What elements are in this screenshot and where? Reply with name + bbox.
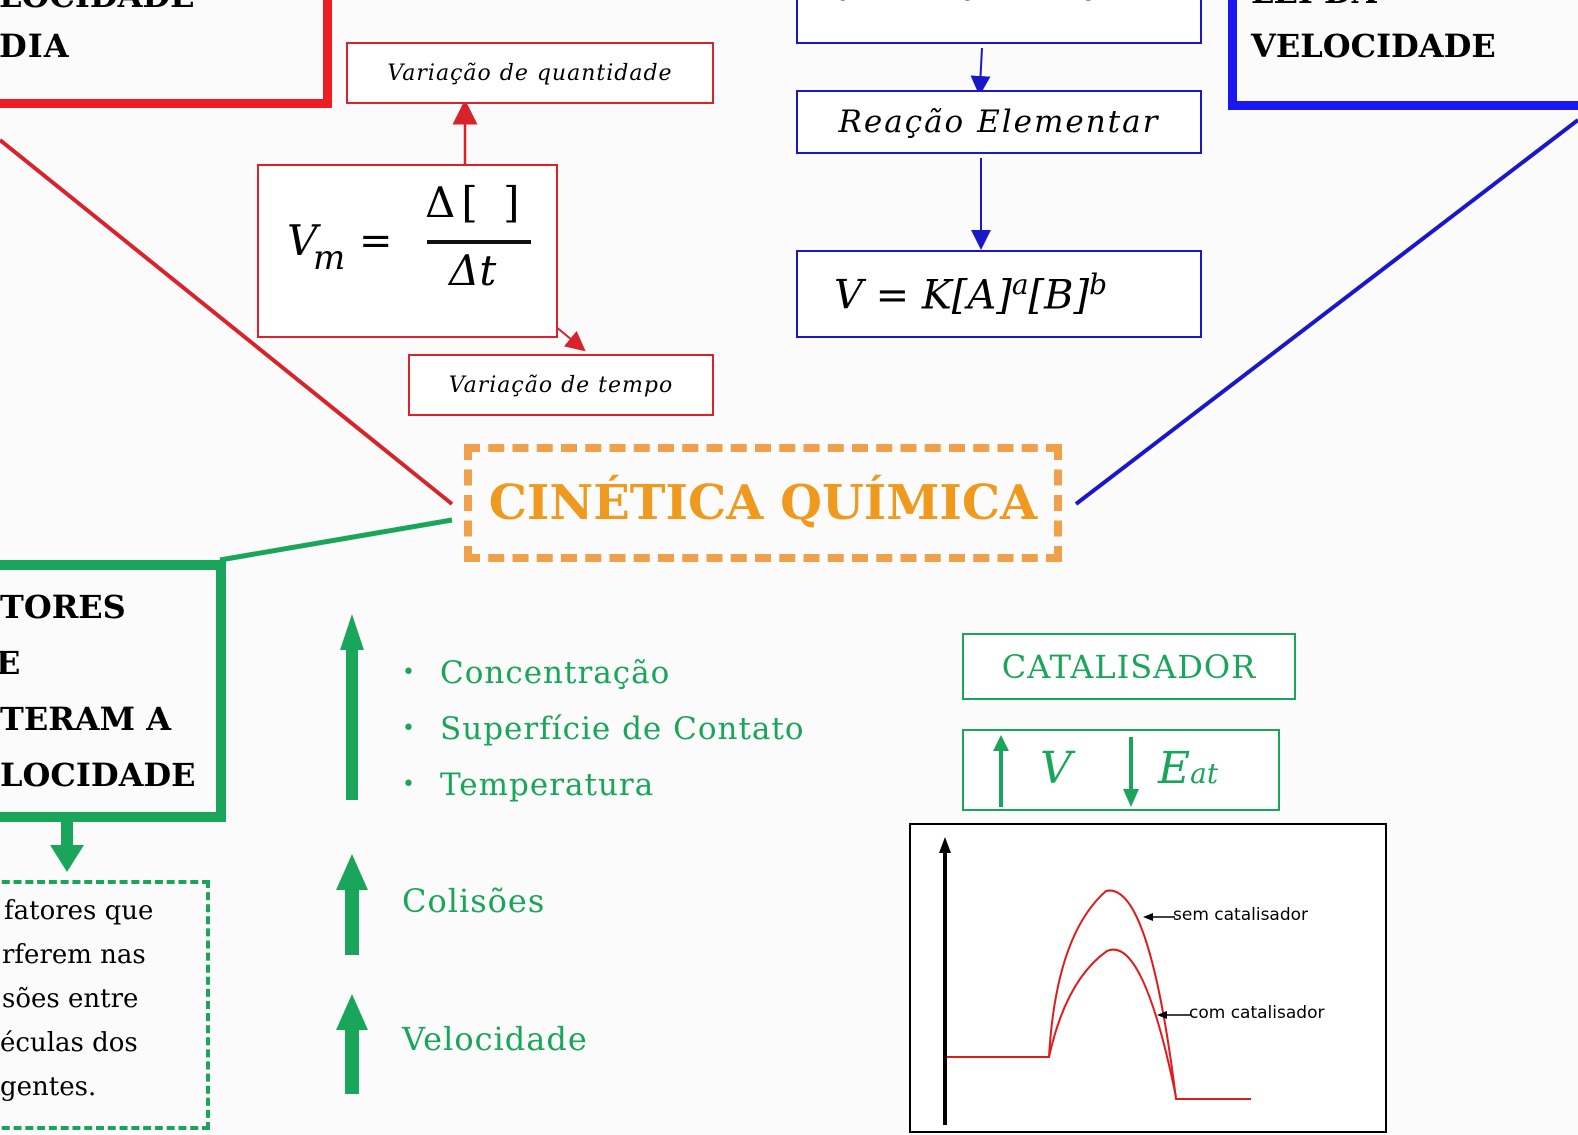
rate-law-a-exp: a bbox=[1011, 268, 1029, 301]
factors-title-box: TORES E TERAM A LOCIDADE bbox=[0, 560, 226, 822]
pointer-with-head bbox=[1157, 1011, 1167, 1019]
catalyst-eat-sub: at bbox=[1190, 757, 1219, 790]
factor-temperature: Temperatura bbox=[402, 757, 805, 813]
catalyst-arrows bbox=[993, 735, 1139, 807]
green-branch-line bbox=[219, 517, 453, 563]
factor-surface: Superfície de Contato bbox=[402, 701, 805, 757]
rate-law-title-line2: VELOCIDADE bbox=[1251, 27, 1496, 65]
factors-down-arrow-shaft bbox=[61, 820, 73, 850]
arrow-eq-to-elementary bbox=[970, 47, 991, 96]
elementary-reaction-label: Reação Elementar bbox=[838, 104, 1160, 140]
center-title-box: CINÉTICA QUÍMICA bbox=[464, 444, 1062, 562]
factors-note-line5: gentes. bbox=[0, 1072, 97, 1102]
reaction-equation: aA + bB → cC bbox=[836, 0, 1135, 9]
blue-branch-line bbox=[1074, 118, 1578, 506]
factor-concentration: Concentração bbox=[402, 645, 805, 701]
rate-law-title-box: LEI DA VELOCIDADE bbox=[1228, 0, 1578, 110]
variation-time-label: Variação de tempo bbox=[448, 372, 674, 398]
catalyst-v-label: V bbox=[1040, 743, 1072, 794]
rate-law-title-line1: LEI DA bbox=[1251, 0, 1377, 11]
pointer-without-head bbox=[1143, 913, 1153, 921]
rate-law-box: V = K[A]a[B]b bbox=[796, 250, 1202, 338]
variation-time-box: Variação de tempo bbox=[408, 354, 714, 416]
label-without-catalyst: sem catalisador bbox=[1173, 905, 1309, 925]
factors-title-line3: TERAM A bbox=[0, 700, 172, 738]
energy-chart-plot bbox=[939, 837, 1251, 1125]
factors-note-box: fatores que rferem nas sões entre éculas… bbox=[0, 880, 210, 1130]
velocity-label: Velocidade bbox=[402, 1020, 588, 1058]
factors-note-line3: sões entre bbox=[2, 984, 139, 1014]
up-arrow-velocity bbox=[336, 994, 368, 1094]
catalyst-eat-label: Eat bbox=[1158, 743, 1218, 794]
elementary-reaction-box: Reação Elementar bbox=[796, 90, 1202, 154]
v-up-arrow bbox=[993, 735, 1009, 807]
up-arrow-collisions bbox=[336, 854, 368, 955]
formula-equals: = bbox=[359, 218, 393, 264]
eat-down-arrow bbox=[1123, 737, 1139, 807]
label-with-catalyst: com catalisador bbox=[1189, 1003, 1325, 1023]
factors-note-line2: rferem nas bbox=[2, 940, 146, 970]
variation-quantity-box: Variação de quantidade bbox=[346, 42, 714, 104]
curve-without-catalyst bbox=[947, 889, 1251, 1100]
factors-note-line4: éculas dos bbox=[0, 1028, 138, 1058]
up-arrow-factors bbox=[340, 614, 364, 800]
rate-law-k: K bbox=[921, 272, 952, 319]
formula-fraction-bar bbox=[427, 240, 531, 244]
catalyst-eat-e: E bbox=[1158, 743, 1191, 794]
factors-note-line1: fatores que bbox=[4, 896, 154, 926]
avg-velocity-title-box: LOCIDADE DIA bbox=[0, 0, 332, 108]
avg-velocity-formula-box: V m = Δ[ ] Δt bbox=[257, 164, 558, 338]
catalyst-effect-box: V Eat bbox=[962, 729, 1280, 811]
rate-law-b-term: [B] bbox=[1028, 272, 1090, 319]
formula-v: V bbox=[287, 216, 318, 265]
catalyst-title-box: CATALISADOR bbox=[962, 633, 1296, 700]
rate-law: V = K[A]a[B]b bbox=[834, 268, 1107, 318]
rate-law-a-term: [A] bbox=[951, 272, 1012, 319]
variation-quantity-label: Variação de quantidade bbox=[387, 60, 673, 86]
avg-velocity-title-line2: DIA bbox=[0, 27, 70, 65]
curve-with-catalyst bbox=[1048, 948, 1177, 1098]
formula-numerator: Δ[ ] bbox=[425, 178, 526, 227]
red-branch-line bbox=[0, 138, 454, 506]
collisions-label: Colisões bbox=[402, 882, 546, 920]
factors-list: Concentração Superfície de Contato Tempe… bbox=[402, 645, 805, 813]
formula-v-sub: m bbox=[313, 238, 346, 278]
rate-law-v: V bbox=[834, 272, 863, 319]
catalyst-title: CATALISADOR bbox=[1001, 647, 1257, 686]
factors-title-line2: E bbox=[0, 644, 21, 682]
energy-axis-arrow bbox=[939, 837, 951, 853]
reaction-equation-box: aA + bB → cC bbox=[796, 0, 1202, 44]
center-title: CINÉTICA QUÍMICA bbox=[488, 475, 1038, 531]
rate-law-equals: = bbox=[875, 272, 910, 319]
energy-chart-frame: sem catalisador com catalisador bbox=[909, 823, 1387, 1133]
factors-title-line4: LOCIDADE bbox=[0, 756, 196, 794]
rate-law-b-exp: b bbox=[1089, 268, 1108, 301]
formula-denominator: Δt bbox=[449, 246, 497, 295]
avg-velocity-title-line1: LOCIDADE bbox=[0, 0, 195, 15]
factors-title-line1: TORES bbox=[0, 588, 126, 626]
factors-down-arrow-head bbox=[50, 845, 84, 872]
